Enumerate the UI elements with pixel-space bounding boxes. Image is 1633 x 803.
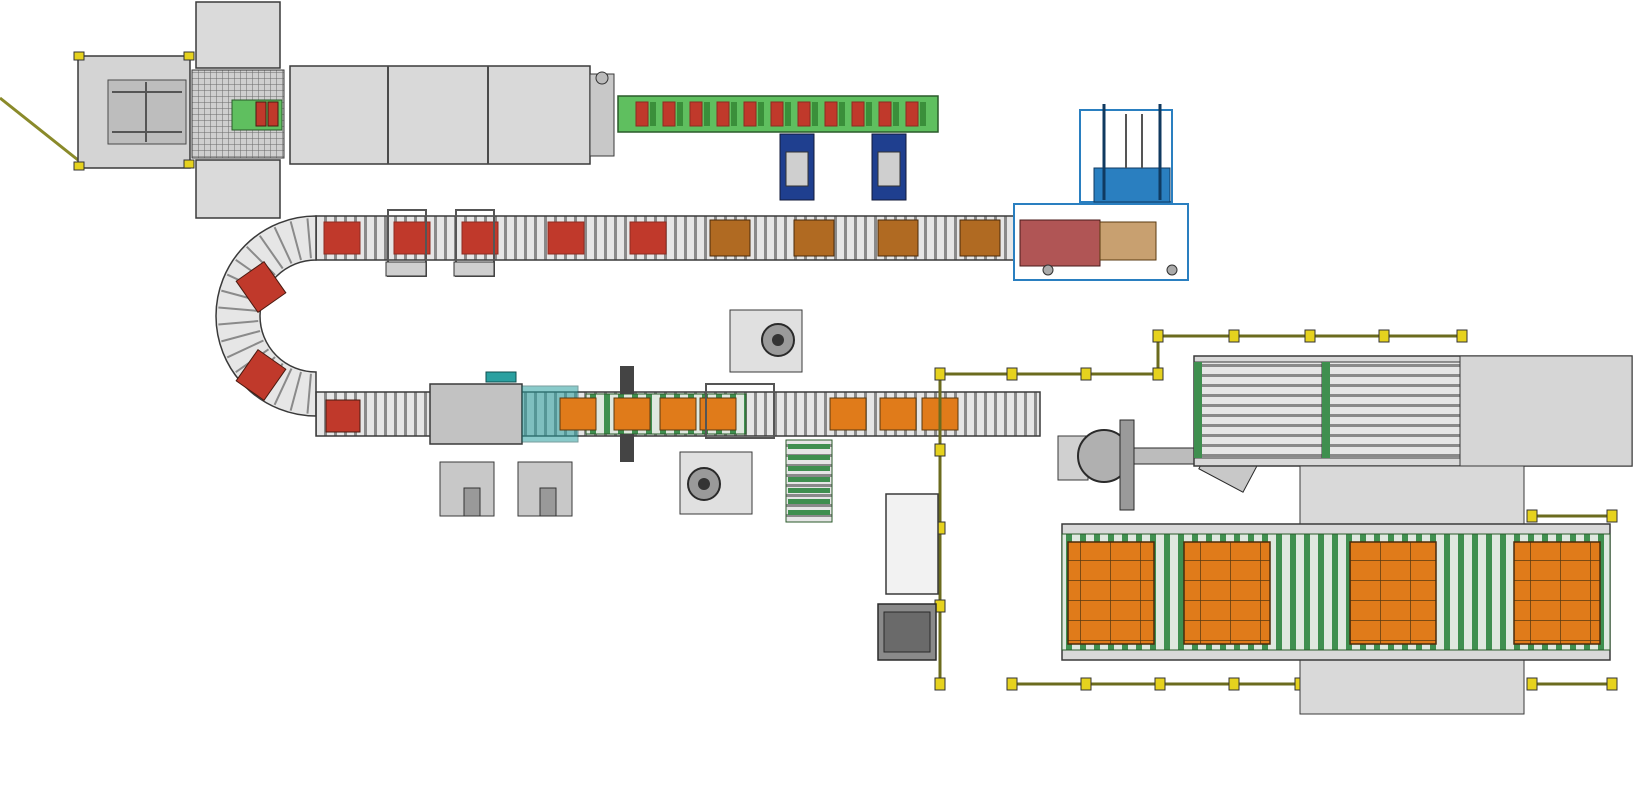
fence-post: [1606, 509, 1618, 523]
roller-conveyor-top: [315, 209, 1017, 277]
product: [905, 101, 919, 127]
wrapper-unit: [1013, 104, 1189, 281]
fence-post: [1154, 677, 1166, 691]
roller: [306, 373, 312, 414]
slat: [788, 455, 830, 460]
fence-post: [1304, 329, 1316, 343]
pallet-stations: [1061, 523, 1611, 661]
taping-units: [679, 309, 803, 515]
curved-roller-conveyor: [215, 215, 317, 417]
fence-post: [1526, 677, 1538, 691]
roller: [289, 371, 302, 411]
fence-post: [1152, 367, 1164, 381]
box-orange: [659, 397, 697, 431]
product: [770, 101, 784, 127]
box-orange: [829, 397, 867, 431]
box-brown: [877, 219, 919, 257]
box-brown: [709, 219, 751, 257]
conveyor-gap: [812, 102, 818, 126]
pallet-load: [1183, 541, 1271, 645]
roller: [226, 339, 264, 359]
product: [689, 101, 703, 127]
box-red: [393, 221, 431, 255]
transfer-slats: [788, 444, 830, 515]
fence-post: [934, 443, 946, 457]
fence-post: [1606, 677, 1618, 691]
product: [635, 101, 649, 127]
conveyor-gap: [677, 102, 683, 126]
roller: [218, 306, 259, 312]
green-transfer-conveyor: [785, 439, 833, 523]
slat: [788, 499, 830, 504]
control-cabinet: [877, 493, 939, 661]
conveyor-gap: [920, 102, 926, 126]
product: [662, 101, 676, 127]
conveyor-gap: [839, 102, 845, 126]
product: [797, 101, 811, 127]
roller: [258, 235, 284, 270]
conveyor-gap: [785, 102, 791, 126]
conveyor-gap: [650, 102, 656, 126]
conveyor-gap: [731, 102, 737, 126]
upper-enclosure: [191, 1, 615, 219]
box-row-top: [323, 219, 1001, 257]
roller: [218, 320, 259, 326]
pallet-infeed: [1193, 355, 1633, 715]
fence-post: [1456, 329, 1468, 343]
roller: [273, 226, 293, 264]
fence-post: [934, 367, 946, 381]
product: [851, 101, 865, 127]
pallet-load: [1349, 541, 1437, 645]
roller: [221, 330, 261, 343]
green-infeed-conveyor: [617, 95, 939, 133]
conveyor-gap: [866, 102, 872, 126]
conveyor-gap: [704, 102, 710, 126]
fence-post: [1080, 677, 1092, 691]
conveyor-gap: [758, 102, 764, 126]
box-red: [629, 221, 667, 255]
product: [716, 101, 730, 127]
fence-post: [1228, 329, 1240, 343]
box-red: [461, 221, 499, 255]
box-orange: [613, 397, 651, 431]
roller-conveyor-middle: [315, 366, 1041, 517]
slat: [788, 510, 830, 515]
roller: [273, 368, 293, 406]
slat: [788, 466, 830, 471]
fence-post: [1080, 367, 1092, 381]
fence-post: [1152, 329, 1164, 343]
fence-post: [1378, 329, 1390, 343]
product-row-top: [635, 101, 926, 127]
roller: [289, 221, 302, 261]
box-orange: [879, 397, 917, 431]
fence-post: [1228, 677, 1240, 691]
pallet-load: [1067, 541, 1155, 645]
pallet-loads: [1067, 541, 1601, 645]
fence-post: [1526, 509, 1538, 523]
fence-post: [1006, 677, 1018, 691]
fence-post: [1006, 367, 1018, 381]
product: [743, 101, 757, 127]
box-brown: [959, 219, 1001, 257]
conveyor-gap: [893, 102, 899, 126]
product: [824, 101, 838, 127]
box-red: [323, 221, 361, 255]
slat: [788, 477, 830, 482]
product: [878, 101, 892, 127]
box-red: [547, 221, 585, 255]
box-orange: [559, 397, 597, 431]
fence-post: [934, 677, 946, 691]
roller: [306, 218, 312, 259]
pallet-load: [1513, 541, 1601, 645]
box-brown: [793, 219, 835, 257]
slat: [788, 488, 830, 493]
slat: [788, 444, 830, 449]
infeed-platform: [0, 51, 195, 171]
operator-stations: [779, 133, 907, 201]
